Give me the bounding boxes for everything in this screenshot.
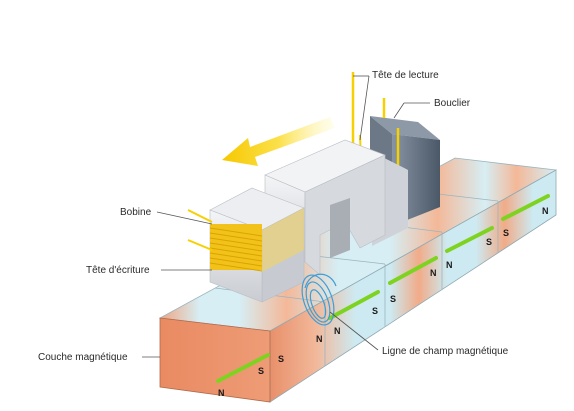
- pole-s: S: [258, 366, 264, 376]
- pole-s: S: [486, 237, 492, 247]
- label-write-head: Tête d'écriture: [86, 265, 150, 276]
- pole-s: S: [390, 294, 396, 304]
- leader-lines: [142, 75, 430, 358]
- pole-n: N: [316, 334, 323, 344]
- pole-n: N: [542, 206, 549, 216]
- pole-s: S: [372, 306, 378, 316]
- field-line-loops: [301, 273, 337, 326]
- pole-s: S: [278, 354, 284, 364]
- pole-labels: N S S N N S S N N S S N: [218, 206, 549, 398]
- pole-n: N: [218, 388, 225, 398]
- label-field-line: Ligne de champ magnétique: [382, 346, 509, 357]
- coil-windings: [209, 224, 263, 272]
- strip-end-face: [159, 317, 271, 403]
- label-magnetic-layer: Couche magnétique: [38, 352, 128, 363]
- write-head: [187, 187, 305, 303]
- magnetization-lines: [216, 194, 550, 383]
- pole-s: S: [503, 228, 509, 238]
- pole-n: N: [446, 260, 453, 270]
- label-coil: Bobine: [120, 207, 152, 218]
- pole-n: N: [334, 326, 341, 336]
- motion-arrow-icon: [222, 117, 335, 166]
- pole-n: N: [430, 268, 437, 278]
- label-read-head: Tête de lecture: [372, 70, 439, 81]
- label-shield: Bouclier: [434, 98, 471, 109]
